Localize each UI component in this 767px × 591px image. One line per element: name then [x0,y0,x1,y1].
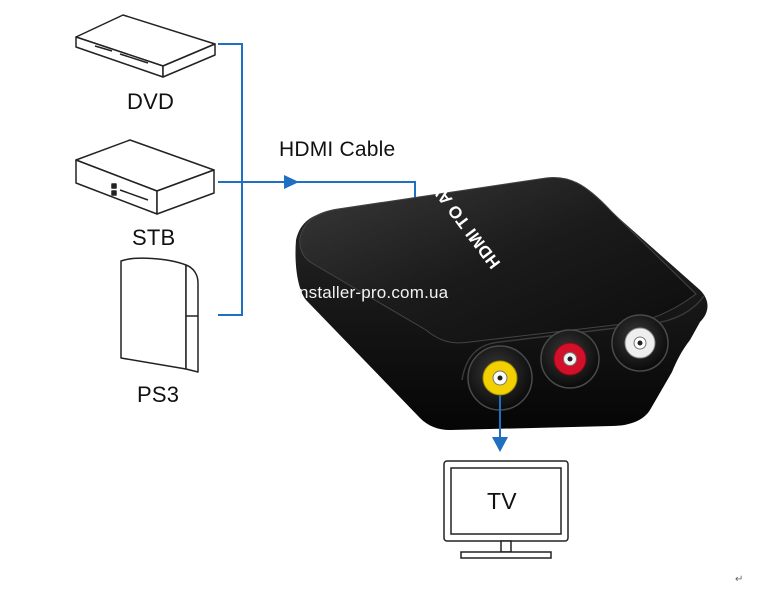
hdmi-to-av-converter-icon: HDMI TO AV [295,176,708,430]
output-arrow-icon [492,437,508,452]
rca-audio-right-jack [540,329,600,389]
rca-audio-left-jack [611,314,669,372]
stb-label: STB [132,225,176,250]
dvd-label: DVD [127,89,175,114]
dvd-player-icon [75,14,216,78]
watermark-text: nstaller-pro.com.ua [299,283,449,302]
tv-icon [443,460,569,559]
paragraph-mark: ↵ [735,574,744,585]
ps3-label: PS3 [137,382,180,407]
hdmi-cable-label: HDMI Cable [279,138,396,161]
game-console-icon [120,257,199,373]
cable-arrow-icon [284,175,299,189]
set-top-box-icon [75,139,215,215]
tv-label: TV [487,488,517,514]
